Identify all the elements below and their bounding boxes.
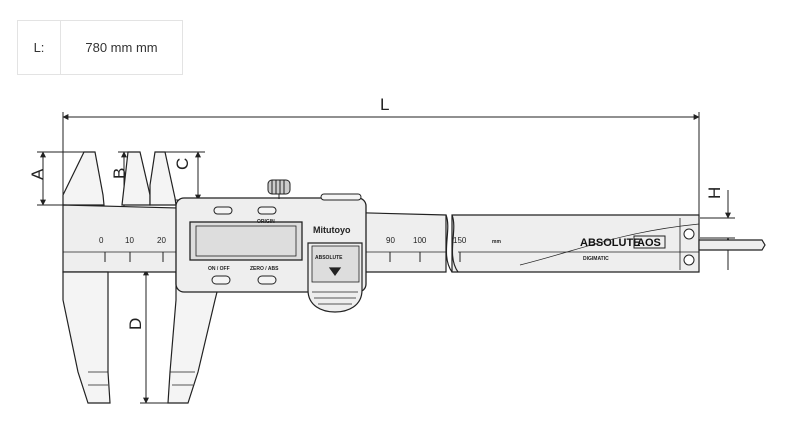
upper-jaws [62,151,177,206]
depth-rod [698,239,766,251]
absolute-button-label: ABSOLUTE [315,255,343,261]
scale-label-150: 150 [453,236,467,245]
zero-abs-label: ZERO / ABS [250,266,279,272]
dimension-l [62,112,700,215]
mm-mark: mm [492,239,501,245]
scale-label-0: 0 [99,236,104,245]
end-screws [683,228,695,266]
dimension-a-label: A [28,168,47,180]
brand-logo: Mitutoyo [313,225,351,235]
lower-jaws [62,271,223,404]
scale-label-100: 100 [413,236,427,245]
spec-key: L: [18,21,61,74]
dimension-h [700,190,735,270]
dimension-c-label: C [173,158,192,170]
scale-label-90: 90 [386,236,395,245]
absolute-logo: ABSOLUTE [580,237,641,249]
spec-table: L: 780 mm mm [17,20,183,75]
aos-box [633,235,666,249]
dimension-h-label: H [705,187,724,199]
slider-buttons [211,193,362,285]
lower-jaw-details [88,371,195,386]
scale-label-20: 20 [157,236,166,245]
aos-logo: AOS [637,237,661,249]
dimension-l-label: L [380,95,389,114]
thumb-roller [267,179,291,199]
digimatic-logo: DIGIMATIC [583,256,609,262]
on-off-label: ON / OFF [208,266,230,272]
scale-ticks-left [104,252,164,262]
origin-label: ORIGIN [257,219,275,225]
spec-value: 780 mm mm [85,40,158,55]
dimension-b-label: B [110,168,129,179]
absolute-button [307,242,363,313]
scale-ticks-right [389,252,461,262]
dimension-d-label: D [126,318,145,330]
scale-label-10: 10 [125,236,134,245]
